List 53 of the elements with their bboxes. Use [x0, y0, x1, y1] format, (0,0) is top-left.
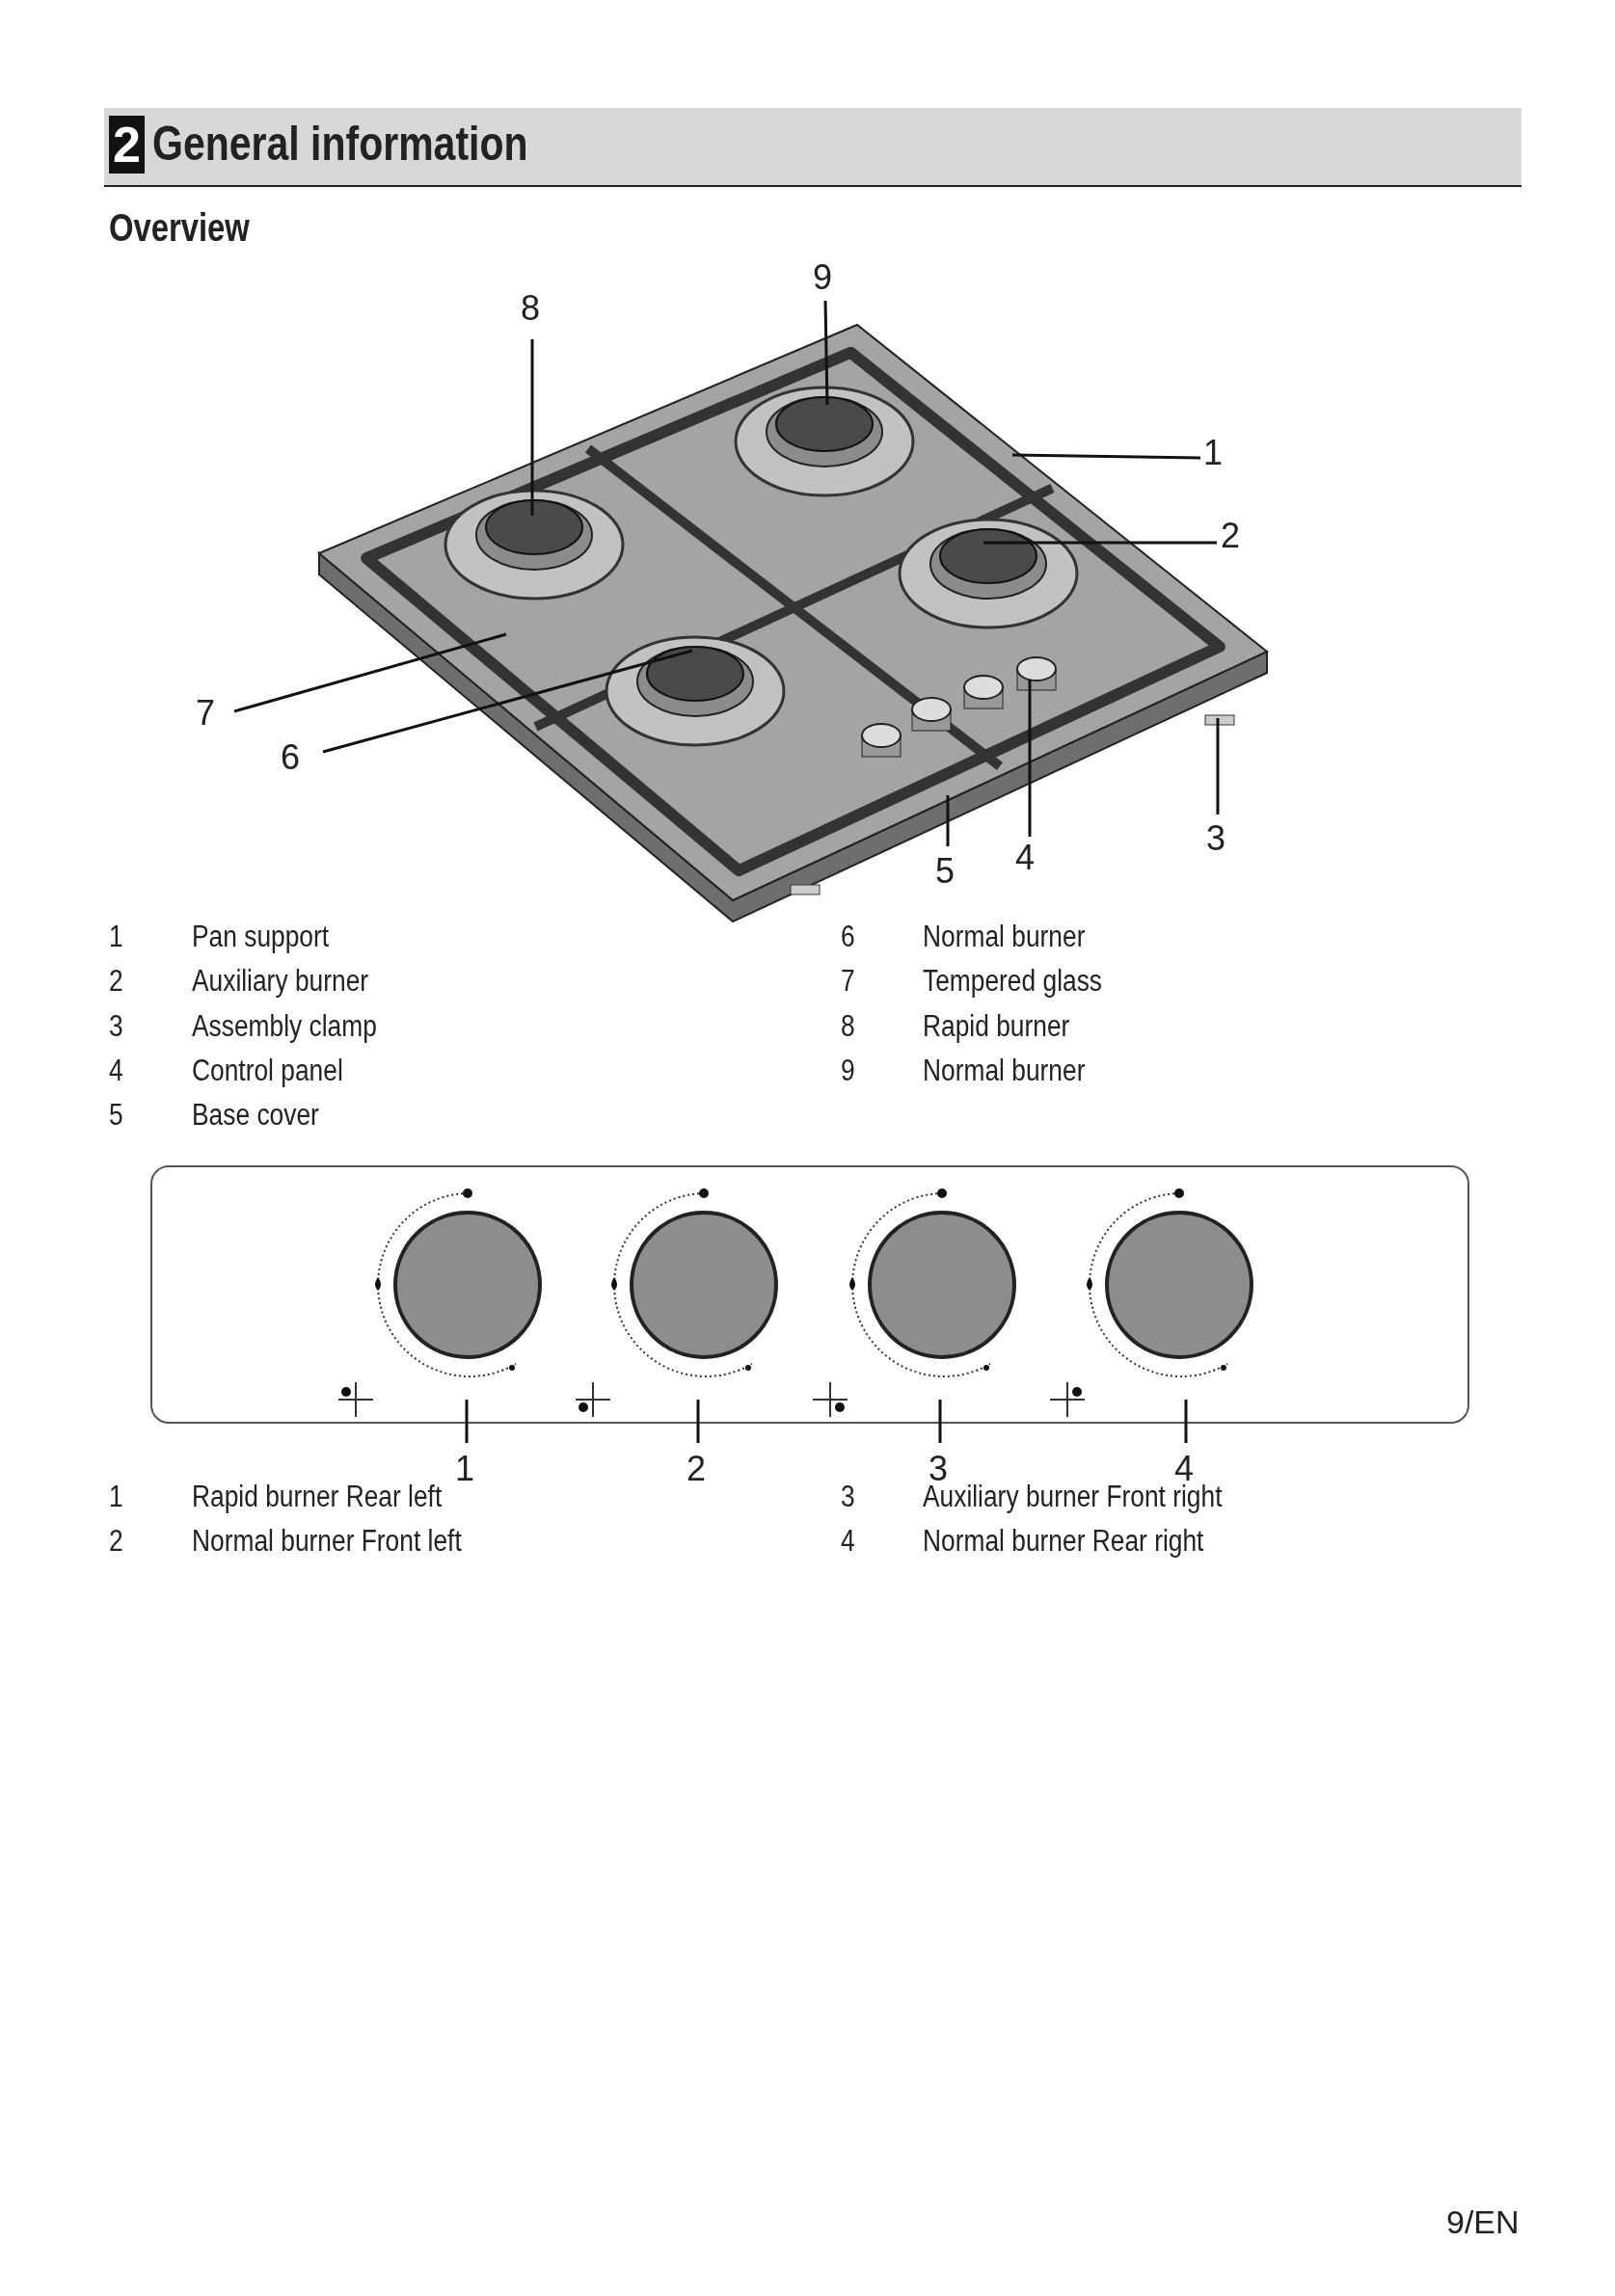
leader-line — [530, 339, 534, 516]
page-number: 9/EN — [1446, 2205, 1520, 2238]
leader-line — [322, 649, 693, 754]
item-label: Tempered glass — [923, 966, 1102, 996]
leader-line — [696, 1400, 700, 1443]
item-number: 7 — [841, 966, 855, 996]
item-label: Control panel — [192, 1055, 343, 1085]
leader-line — [233, 632, 507, 713]
item-number: 3 — [109, 1011, 123, 1041]
item-number: 2 — [109, 966, 123, 996]
section-number: 2 — [109, 116, 145, 174]
item-number: 4 — [109, 1055, 123, 1085]
subheading: Overview — [109, 208, 250, 247]
callout-number: 3 — [1206, 821, 1226, 856]
item-number: 1 — [109, 921, 123, 951]
leader-line — [938, 1400, 942, 1443]
leader-line — [983, 541, 1217, 545]
item-number: 1 — [109, 1482, 123, 1511]
item-number: 8 — [841, 1011, 855, 1041]
callout-number: 9 — [813, 260, 833, 295]
item-label: Assembly clamp — [192, 1011, 377, 1041]
item-label: Base cover — [192, 1100, 319, 1130]
item-label: Rapid burner Rear left — [192, 1482, 443, 1511]
section-title: General information — [152, 120, 528, 168]
leader-line — [823, 300, 829, 406]
callout-number: 2 — [686, 1452, 707, 1486]
leader-line — [1184, 1400, 1188, 1443]
callout-number: 2 — [1221, 519, 1241, 553]
leader-line — [465, 1400, 469, 1443]
item-label: Pan support — [192, 921, 330, 951]
item-label: Auxiliary burner — [192, 966, 369, 996]
callout-number: 8 — [521, 291, 541, 326]
item-label: Normal burner Front left — [192, 1526, 462, 1556]
item-number: 6 — [841, 921, 855, 951]
leader-line — [1011, 453, 1201, 460]
item-label: Normal burner — [923, 1055, 1086, 1085]
item-number: 4 — [841, 1526, 855, 1556]
item-number: 2 — [109, 1526, 123, 1556]
item-label: Rapid burner — [923, 1011, 1070, 1041]
item-number: 5 — [109, 1100, 123, 1130]
item-label: Normal burner — [923, 921, 1086, 951]
callout-number: 1 — [1203, 436, 1224, 470]
callout-number: 6 — [281, 740, 301, 775]
item-number: 9 — [841, 1055, 855, 1085]
leader-line — [1028, 680, 1032, 837]
callout-number: 4 — [1015, 841, 1036, 875]
leader-line — [946, 795, 950, 846]
item-number: 3 — [841, 1482, 855, 1511]
item-label: Normal burner Rear right — [923, 1526, 1204, 1556]
callout-number: 7 — [196, 696, 216, 731]
callout-number: 5 — [935, 854, 956, 889]
callout-number: 1 — [455, 1452, 475, 1486]
leader-line — [1216, 718, 1220, 814]
